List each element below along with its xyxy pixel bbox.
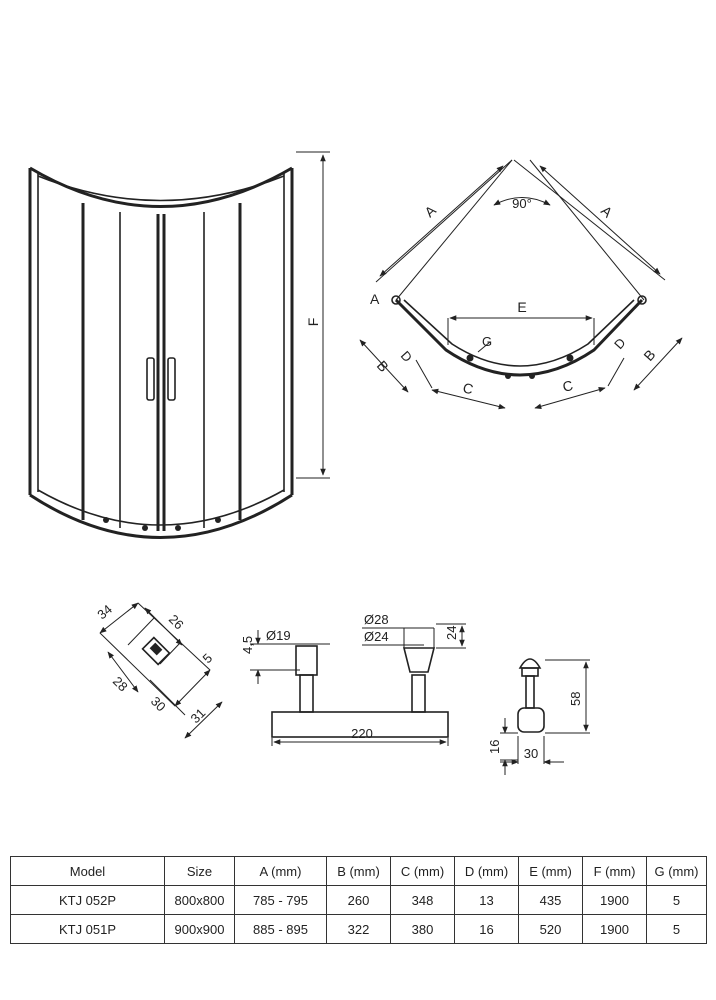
cell-b: 260 [326, 885, 391, 915]
cell-size: 900x900 [164, 914, 235, 944]
header-b: B (mm) [326, 856, 391, 886]
cell-a: 785 - 795 [234, 885, 327, 915]
shower-front-view: F [28, 151, 330, 539]
cell-f: 1900 [582, 885, 647, 915]
table-row: KTJ 051P 900x900 885 - 895 322 380 16 52… [10, 914, 707, 944]
cell-d: 16 [454, 914, 519, 944]
cell-b: 322 [326, 914, 391, 944]
header-c: C (mm) [390, 856, 455, 886]
cell-model: KTJ 052P [10, 885, 165, 915]
offset-label-right: B [640, 346, 658, 364]
roller-base-label: 16 [487, 740, 502, 754]
depth-label-right: D [611, 335, 628, 352]
knob-height-label: 24 [444, 626, 459, 640]
side-label-right: A [598, 202, 616, 221]
profile-dim-31: 31 [188, 705, 209, 726]
cell-size: 800x800 [164, 885, 235, 915]
cell-a: 885 - 895 [234, 914, 327, 944]
post-diameter-label: Ø19 [266, 628, 291, 643]
handle-detail: 4,5 Ø19 Ø28 Ø24 24 220 [240, 612, 466, 746]
header-d: D (mm) [454, 856, 519, 886]
roller-height-label: 58 [568, 692, 583, 706]
height-label: F [305, 318, 321, 327]
header-size: Size [164, 856, 235, 886]
angle-label: 90° [512, 196, 532, 211]
gap-label: G [482, 334, 492, 349]
profile-dim-5: 5 [200, 650, 216, 666]
spec-table: Model Size A (mm) B (mm) C (mm) D (mm) E… [10, 856, 707, 944]
curve-label-left: C [461, 379, 475, 397]
knob-outer-label: Ø28 [364, 612, 389, 627]
header-model: Model [10, 856, 165, 886]
corner-label: A [370, 291, 380, 307]
depth-label-left: D [398, 348, 415, 365]
cell-c: 348 [390, 885, 455, 915]
cell-model: KTJ 051P [10, 914, 165, 944]
technical-drawing: F A A 90° A E G B [28, 151, 683, 775]
profile-detail: 34 26 28 5 30 31 [94, 602, 223, 739]
cell-f: 1900 [582, 914, 647, 944]
shower-plan-view: A A 90° A E G B B D D C [359, 159, 683, 410]
cell-d: 13 [454, 885, 519, 915]
side-label-left: A [421, 202, 439, 221]
opening-label: E [517, 299, 526, 315]
cell-c: 380 [390, 914, 455, 944]
header-a: A (mm) [234, 856, 327, 886]
table-row: KTJ 052P 800x800 785 - 795 260 348 13 43… [10, 885, 707, 915]
profile-dim-34: 34 [94, 602, 115, 623]
header-g: G (mm) [646, 856, 707, 886]
bar-length-label: 220 [351, 726, 373, 741]
header-f: F (mm) [582, 856, 647, 886]
roller-width-label: 30 [524, 746, 538, 761]
thickness-label: 4,5 [240, 636, 255, 654]
cell-g: 5 [646, 885, 707, 915]
profile-dim-28: 28 [110, 674, 131, 695]
roller-detail: 58 16 30 [487, 658, 590, 775]
cell-g: 5 [646, 914, 707, 944]
header-e: E (mm) [518, 856, 583, 886]
curve-label-right: C [561, 377, 575, 395]
profile-dim-26: 26 [166, 612, 187, 633]
knob-inner-label: Ø24 [364, 629, 389, 644]
cell-e: 520 [518, 914, 583, 944]
table-header-row: Model Size A (mm) B (mm) C (mm) D (mm) E… [10, 856, 707, 886]
cell-e: 435 [518, 885, 583, 915]
